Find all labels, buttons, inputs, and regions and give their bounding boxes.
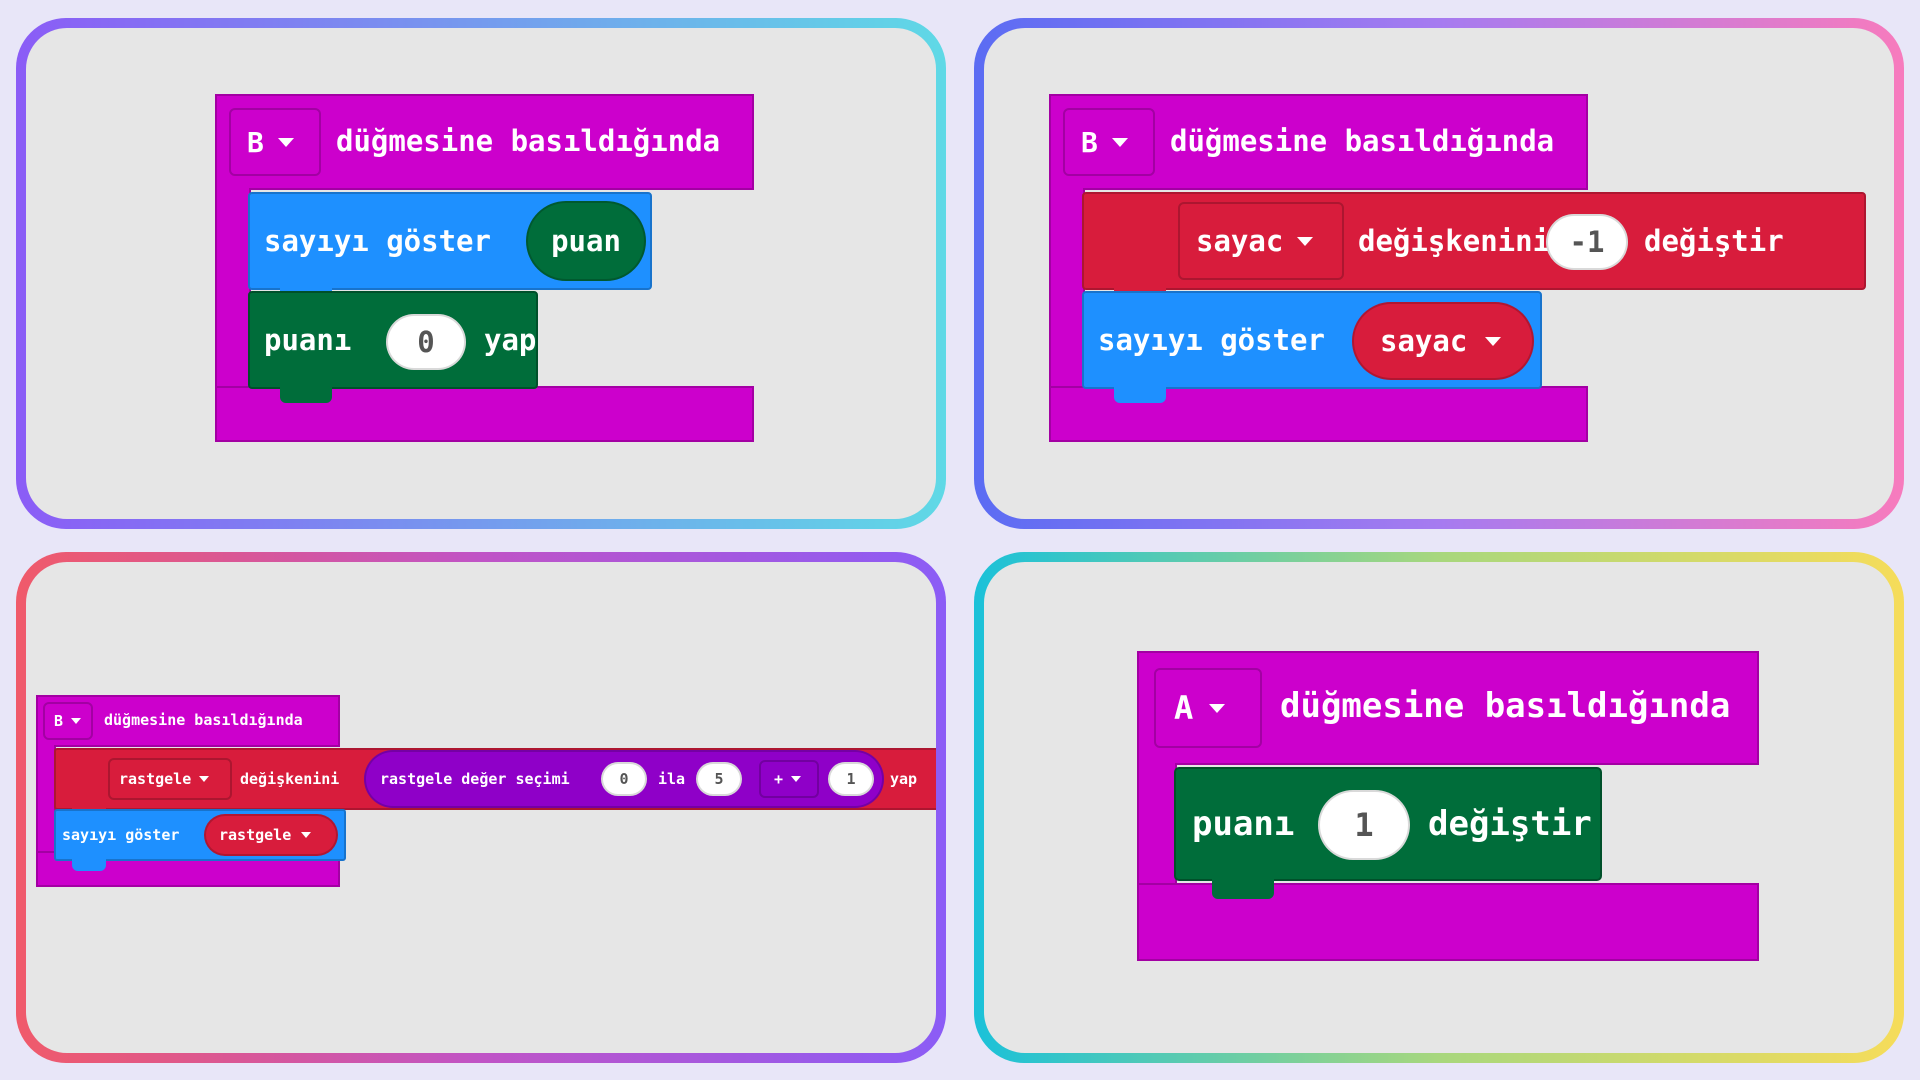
value-input[interactable]: -1 bbox=[1546, 214, 1628, 270]
workspace-3: B düğmesine basıldığında rastgele değişk… bbox=[26, 562, 936, 1053]
operator-dropdown-value: + bbox=[774, 770, 784, 788]
from-input-text: 0 bbox=[619, 770, 629, 788]
chevron-down-icon bbox=[1209, 703, 1226, 713]
show-number-label: sayıyı göster bbox=[1098, 323, 1325, 357]
panel-4: A düğmesine basıldığında puanı 1 değişti… bbox=[974, 552, 1904, 1063]
variable-dropdown[interactable]: sayac bbox=[1178, 202, 1344, 280]
change-variable-suffix: değiştir bbox=[1428, 804, 1592, 844]
variable-reporter-rastgele[interactable]: rastgele bbox=[204, 814, 338, 856]
variable-reporter-label: sayac bbox=[1380, 324, 1468, 358]
event-block-left-arm bbox=[1049, 188, 1085, 388]
operator-dropdown[interactable]: + bbox=[759, 760, 819, 798]
set-variable-label: puanı bbox=[264, 323, 352, 357]
to-label: ila bbox=[658, 770, 686, 788]
panel-2: B düğmesine basıldığında sayac değişkeni… bbox=[974, 18, 1904, 529]
variable-reporter-label: rastgele bbox=[219, 826, 292, 844]
event-label: düğmesine basıldığında bbox=[1280, 686, 1731, 726]
chevron-down-icon bbox=[1111, 137, 1128, 147]
to-input[interactable]: 5 bbox=[696, 762, 742, 796]
chevron-down-icon bbox=[791, 776, 802, 782]
show-number-label: sayıyı göster bbox=[264, 224, 491, 258]
change-variable-label: puanı bbox=[1192, 804, 1295, 844]
set-variable-suffix: yap bbox=[484, 323, 537, 357]
variable-reporter-sayac[interactable]: sayac bbox=[1352, 302, 1534, 380]
button-dropdown[interactable]: A bbox=[1154, 668, 1262, 748]
change-variable-block[interactable] bbox=[1082, 192, 1866, 290]
button-dropdown[interactable]: B bbox=[1063, 108, 1155, 176]
block-notch bbox=[1212, 879, 1274, 899]
event-label: düğmesine basıldığında bbox=[1170, 124, 1555, 158]
show-number-label: sayıyı göster bbox=[62, 826, 180, 844]
set-variable-label: değişkenini bbox=[240, 770, 340, 788]
set-variable-suffix: yap bbox=[890, 770, 918, 788]
variable-reporter-label: puan bbox=[551, 224, 621, 258]
event-block-left-arm bbox=[36, 745, 56, 853]
value-input-text: -1 bbox=[1569, 225, 1605, 259]
block-notch bbox=[1114, 387, 1166, 403]
chevron-down-icon bbox=[199, 776, 210, 782]
workspace-4: A düğmesine basıldığında puanı 1 değişti… bbox=[984, 562, 1894, 1053]
chevron-down-icon bbox=[71, 718, 82, 724]
change-variable-suffix: değiştir bbox=[1644, 224, 1784, 258]
to-input-text: 5 bbox=[714, 770, 724, 788]
chevron-down-icon bbox=[1297, 236, 1314, 246]
operand-input[interactable]: 1 bbox=[828, 762, 874, 796]
from-input[interactable]: 0 bbox=[601, 762, 647, 796]
block-notch bbox=[280, 387, 332, 403]
workspace-1: B düğmesine basıldığında sayıyı göster p… bbox=[26, 28, 936, 519]
event-block-b[interactable] bbox=[215, 94, 754, 190]
event-block-a[interactable] bbox=[1137, 651, 1759, 765]
chevron-down-icon bbox=[1485, 336, 1502, 346]
event-label: düğmesine basıldığında bbox=[104, 711, 303, 729]
chevron-down-icon bbox=[277, 137, 294, 147]
random-label: rastgele değer seçimi bbox=[380, 770, 570, 788]
workspace-2: B düğmesine basıldığında sayac değişkeni… bbox=[984, 28, 1894, 519]
panel-1: B düğmesine basıldığında sayıyı göster p… bbox=[16, 18, 946, 529]
chevron-down-icon bbox=[301, 832, 312, 838]
event-block-b[interactable] bbox=[1049, 94, 1588, 190]
button-dropdown[interactable]: B bbox=[43, 702, 93, 740]
button-dropdown-value: B bbox=[54, 712, 64, 730]
event-block-left-arm bbox=[1137, 763, 1177, 885]
event-block-b[interactable] bbox=[36, 695, 340, 747]
change-variable-label: değişkenini bbox=[1358, 224, 1551, 258]
event-label: düğmesine basıldığında bbox=[336, 124, 721, 158]
button-dropdown-value: B bbox=[1081, 125, 1098, 159]
event-block-left-arm bbox=[215, 188, 251, 388]
value-input-text: 0 bbox=[417, 325, 435, 359]
variable-dropdown[interactable]: rastgele bbox=[108, 758, 232, 800]
button-dropdown-value: B bbox=[247, 125, 264, 159]
variable-dropdown-value: rastgele bbox=[119, 770, 192, 788]
button-dropdown[interactable]: B bbox=[229, 108, 321, 176]
button-dropdown-value: A bbox=[1174, 689, 1194, 727]
value-input-text: 1 bbox=[1354, 806, 1374, 844]
variable-dropdown-value: sayac bbox=[1196, 224, 1284, 258]
value-input[interactable]: 1 bbox=[1318, 790, 1410, 860]
block-notch bbox=[72, 859, 106, 871]
variable-reporter-puan[interactable]: puan bbox=[526, 201, 646, 281]
panel-3: B düğmesine basıldığında rastgele değişk… bbox=[16, 552, 946, 1063]
value-input[interactable]: 0 bbox=[386, 314, 466, 370]
operand-input-text: 1 bbox=[846, 770, 856, 788]
